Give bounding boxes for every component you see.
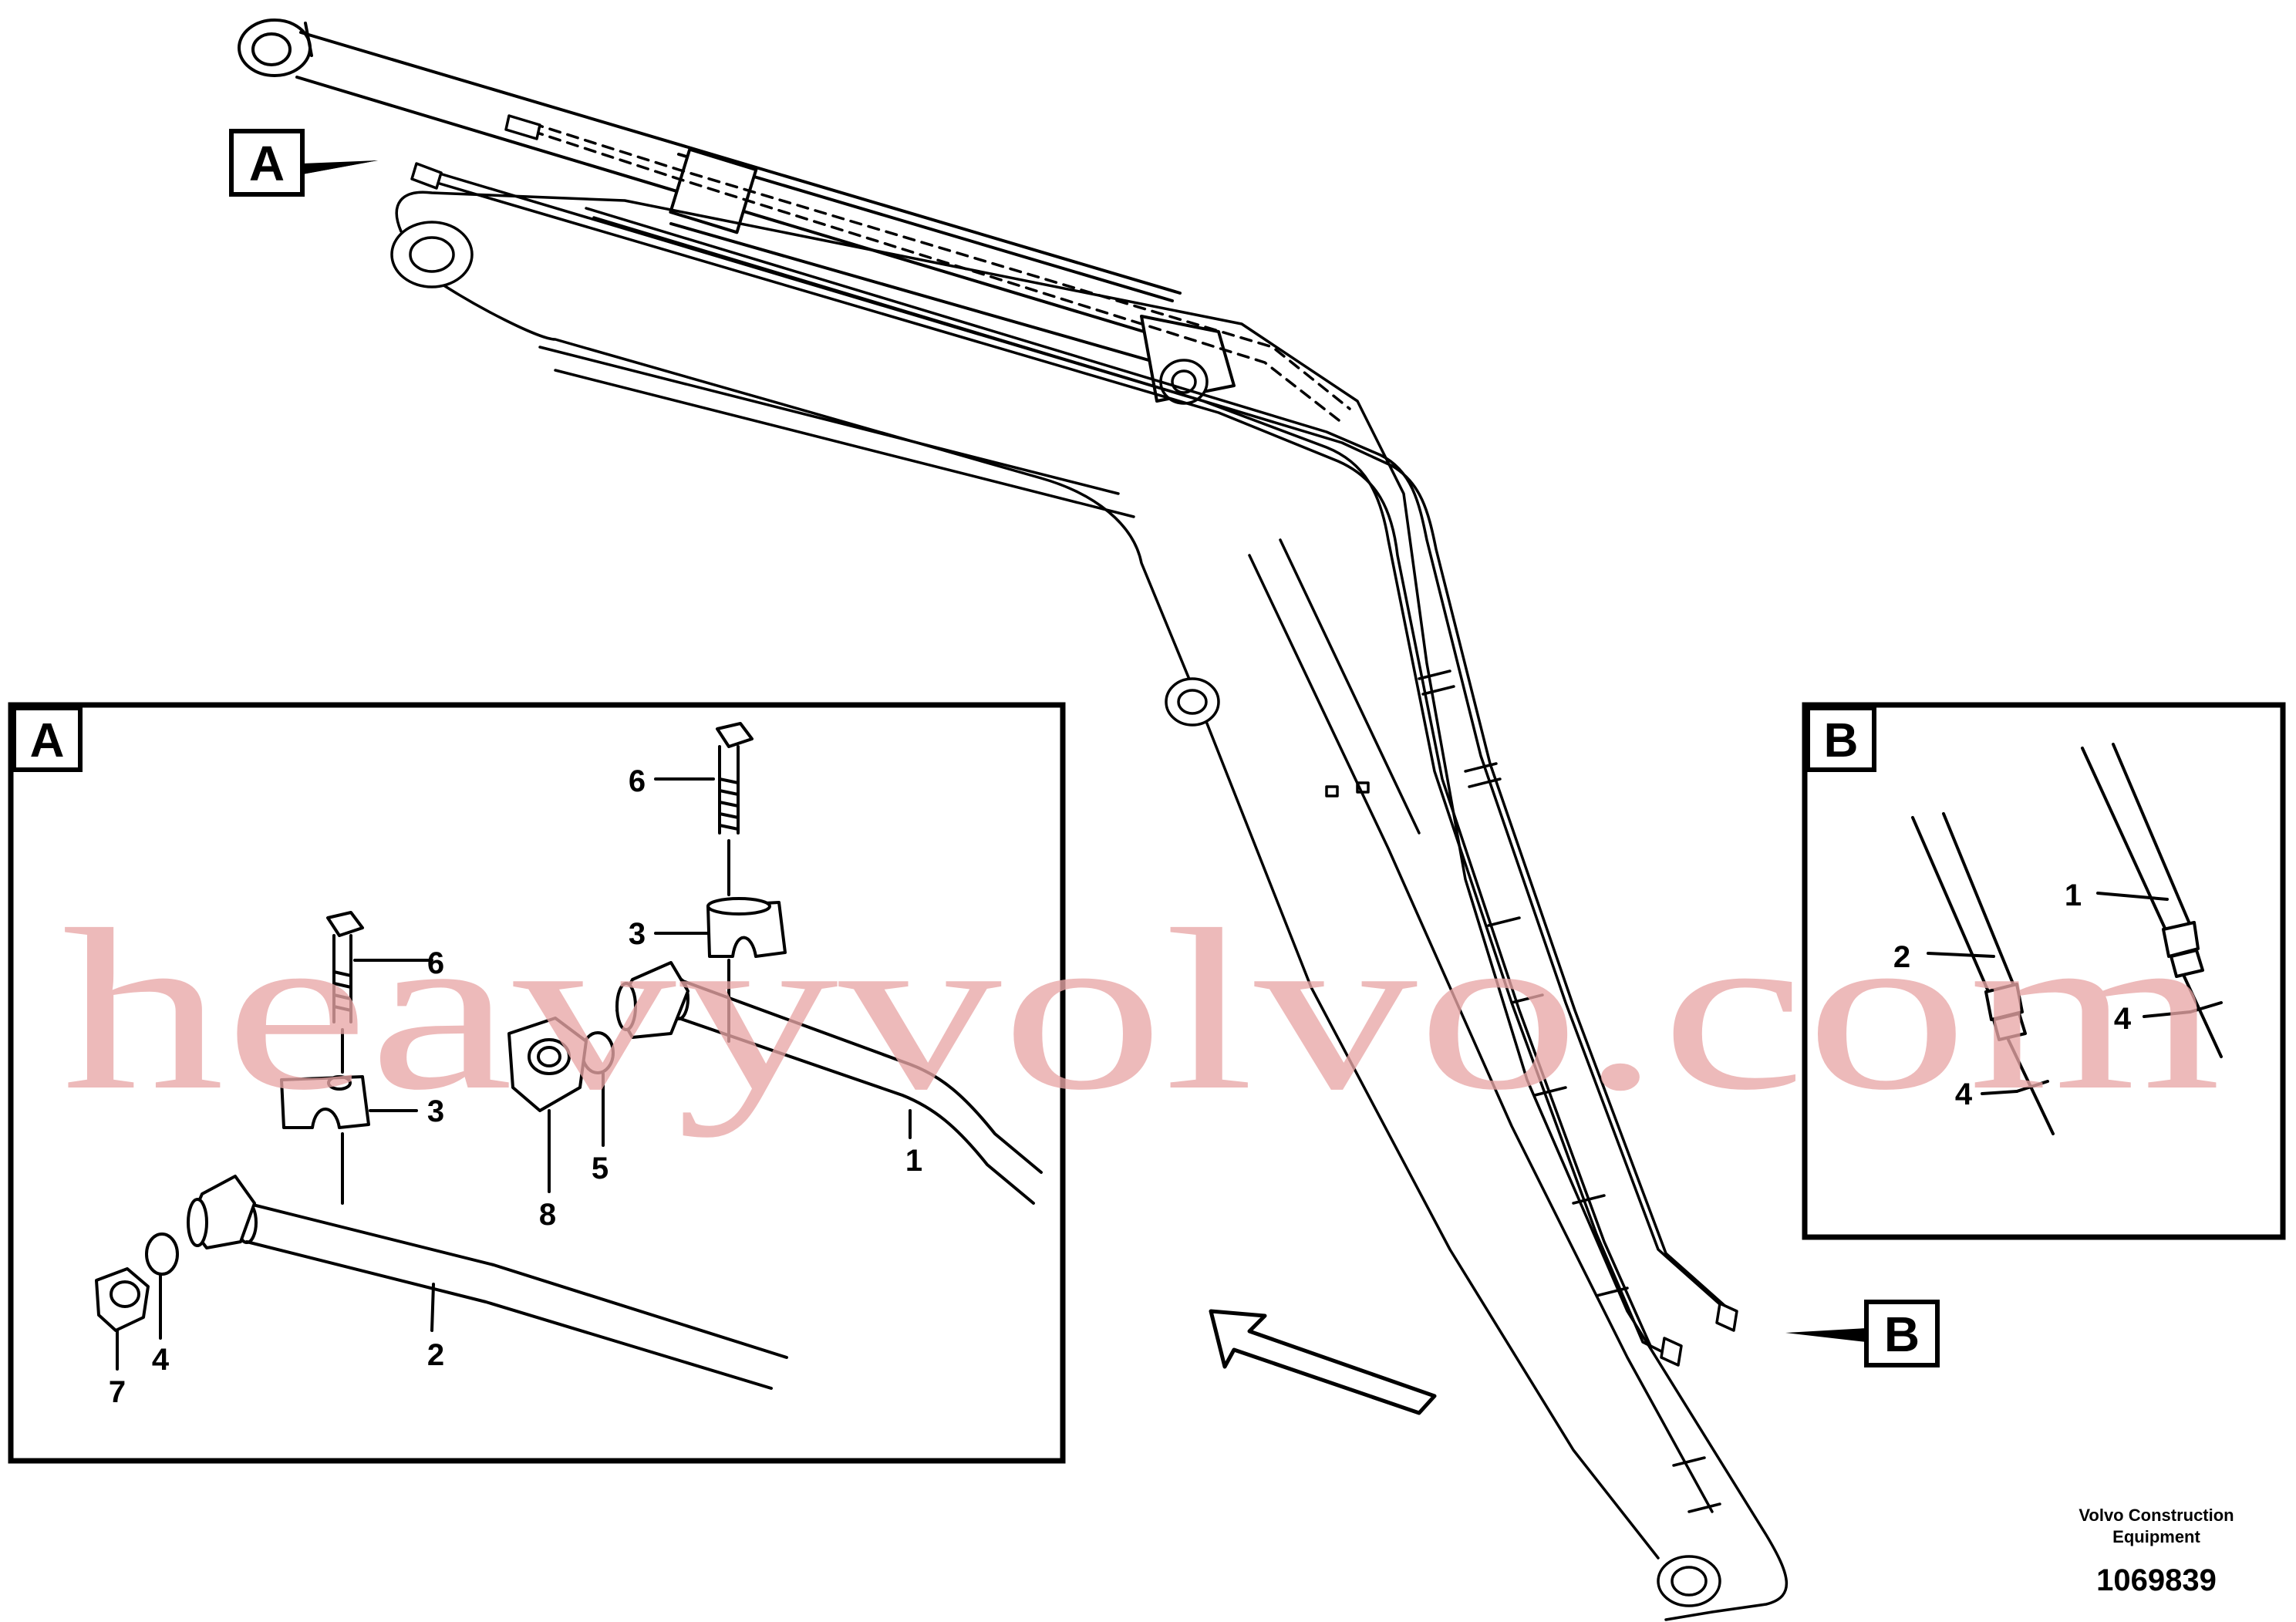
detail-b-panel: B xyxy=(1802,702,2286,1240)
label-part-5: 5 xyxy=(592,1152,609,1185)
label-part-3-upper: 3 xyxy=(629,917,646,951)
pipe-1 xyxy=(615,961,1043,1205)
clamp-3-lower xyxy=(280,1075,370,1129)
footer-block: Volvo Construction Equipment 1069839 xyxy=(2079,1506,2234,1597)
callout-b-arrow-icon xyxy=(1785,1328,1866,1342)
label-b-part-2: 2 xyxy=(1893,940,1910,974)
callout-a-main: A xyxy=(229,129,378,197)
boom-assembly xyxy=(238,19,1788,1621)
drawing-number: 1069839 xyxy=(2096,1563,2217,1597)
boom-cylinder xyxy=(238,19,1236,403)
label-part-8: 8 xyxy=(539,1198,556,1232)
callout-a-arrow-icon xyxy=(302,160,378,174)
watermark-text: heavyvolvo.com xyxy=(62,882,2221,1138)
label-part-7: 7 xyxy=(109,1375,126,1409)
label-part-3-lower: 3 xyxy=(427,1094,444,1128)
boom-body xyxy=(390,191,1788,1621)
hydraulic-lines xyxy=(410,114,1738,1367)
pipe-2 xyxy=(187,1175,788,1390)
label-b-part-4-right: 4 xyxy=(2114,1002,2132,1036)
label-b-part-4-left: 4 xyxy=(1955,1077,1973,1111)
bolt-6-lower xyxy=(326,911,364,1205)
label-part-4: 4 xyxy=(152,1343,170,1377)
clamp-3-upper xyxy=(706,897,787,958)
company-name-line2: Equipment xyxy=(2112,1527,2200,1546)
callout-b-main-letter: B xyxy=(1884,1307,1920,1362)
label-part-6-upper: 6 xyxy=(629,764,646,798)
nut-7 xyxy=(95,1267,150,1332)
callout-b-main: B xyxy=(1785,1300,1940,1367)
detail-a-panel: A xyxy=(8,702,1066,1464)
detail-b-letter: B xyxy=(1824,714,1859,767)
line-1 xyxy=(2081,743,2223,1058)
direction-arrow-icon xyxy=(1209,1309,1437,1415)
label-part-2: 2 xyxy=(427,1338,444,1372)
label-part-1: 1 xyxy=(905,1144,922,1178)
line-2 xyxy=(1911,812,2055,1135)
label-b-part-1: 1 xyxy=(2065,878,2082,912)
detail-a-letter: A xyxy=(30,714,65,767)
callout-a-main-letter: A xyxy=(249,136,285,191)
label-part-6-lower: 6 xyxy=(427,946,444,980)
company-name-line1: Volvo Construction xyxy=(2079,1506,2234,1525)
bolt-6-upper xyxy=(716,722,754,896)
nut-8 xyxy=(507,1017,588,1112)
